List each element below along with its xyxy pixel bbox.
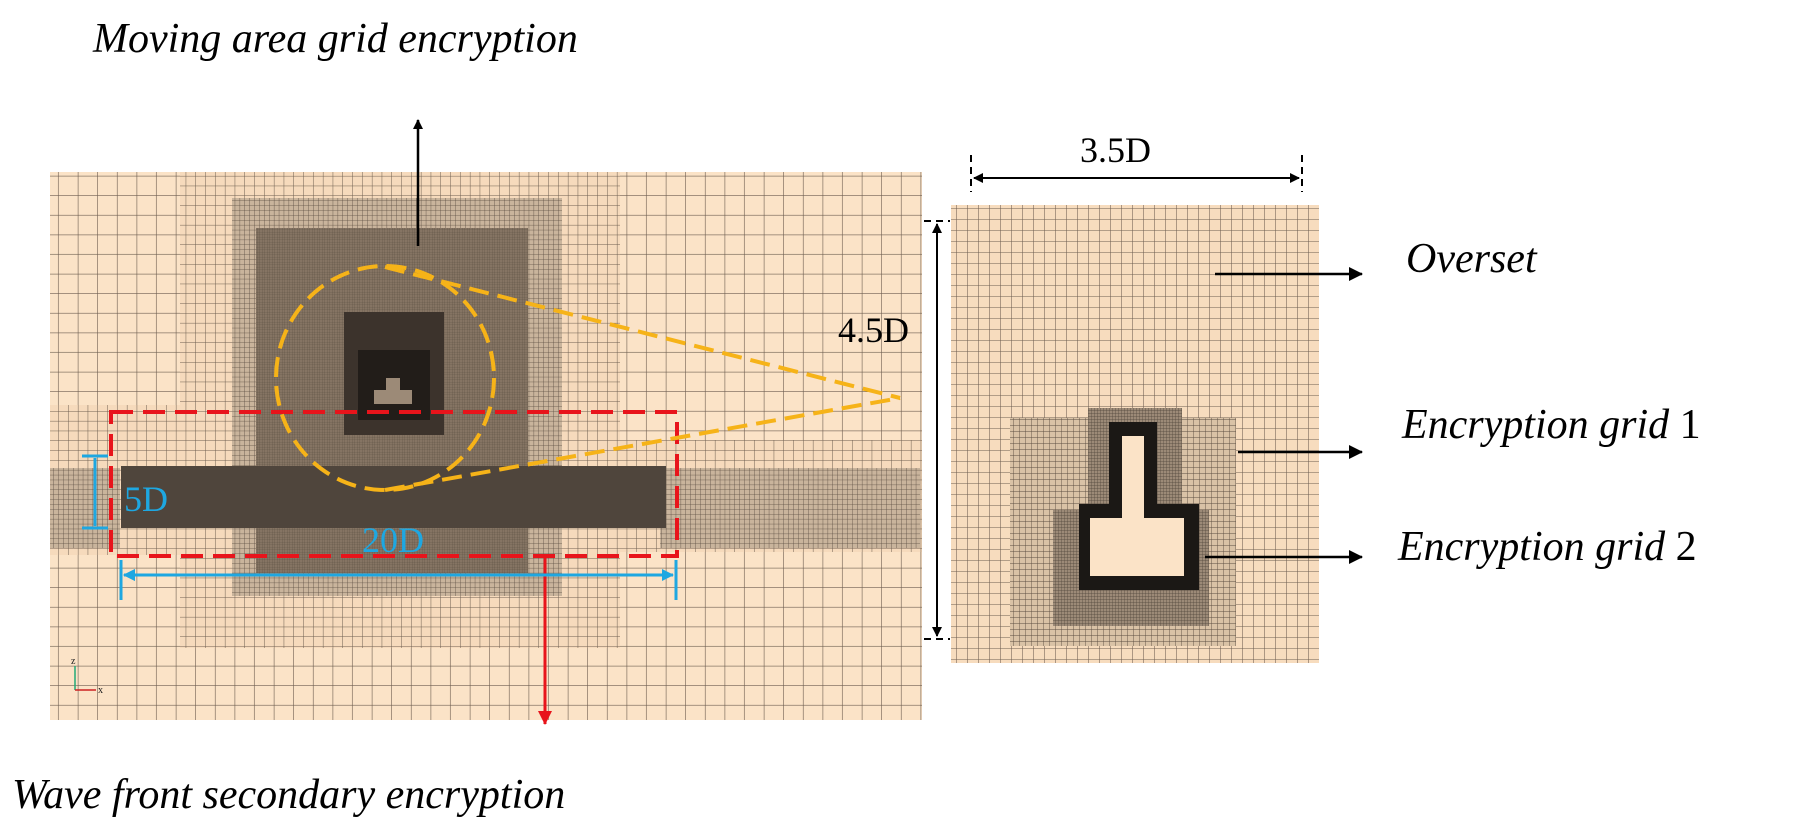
- encryption-grid-1-label: Encryption grid 1: [1401, 402, 1701, 448]
- encryption-grid-1-word: Encryption grid: [1401, 402, 1670, 448]
- axis-triad-x: x: [98, 685, 103, 696]
- overset-label: Overset: [1406, 236, 1538, 282]
- dim-45d-marker: 4.5D: [838, 220, 950, 640]
- dim-20d-marker: 20D: [119, 520, 678, 600]
- encryption-grid-1-num: 1: [1680, 402, 1701, 448]
- top-title: Moving area grid encryption: [92, 16, 578, 62]
- fine-mesh-zone-right-band: [660, 468, 920, 548]
- zoom-wedge-top: [384, 265, 901, 400]
- dim-5d-marker: 5D: [82, 454, 168, 530]
- right-zoom-panel: [951, 205, 1319, 663]
- body-cutout: [1090, 436, 1184, 576]
- zoom-circle: [274, 264, 496, 492]
- zoom-callout: [274, 264, 901, 492]
- body-shape: [374, 378, 412, 404]
- encryption-grid-2-num: 2: [1676, 524, 1697, 570]
- wave-front-dark-band: [121, 466, 666, 528]
- dim-5d-label: 5D: [124, 479, 168, 519]
- encryption-grid-2-label: Encryption grid 2: [1397, 524, 1697, 570]
- left-mesh-panel: z x: [50, 172, 922, 720]
- dim-35d-label: 3.5D: [1080, 130, 1151, 170]
- dim-20d-label: 20D: [362, 520, 424, 560]
- fine-mesh-zone-left-band: [50, 468, 120, 548]
- wave-front-dashed-box: [109, 410, 679, 558]
- zoom-wedge-bottom: [384, 396, 901, 492]
- dim-35d-marker: 3.5D: [970, 130, 1303, 192]
- bottom-title: Wave front secondary encryption: [12, 772, 565, 818]
- axis-triad-z: z: [71, 656, 76, 667]
- encryption-grid-2-word: Encryption grid: [1397, 524, 1666, 570]
- axis-triad: z x: [71, 656, 103, 696]
- dim-45d-label: 4.5D: [838, 310, 909, 350]
